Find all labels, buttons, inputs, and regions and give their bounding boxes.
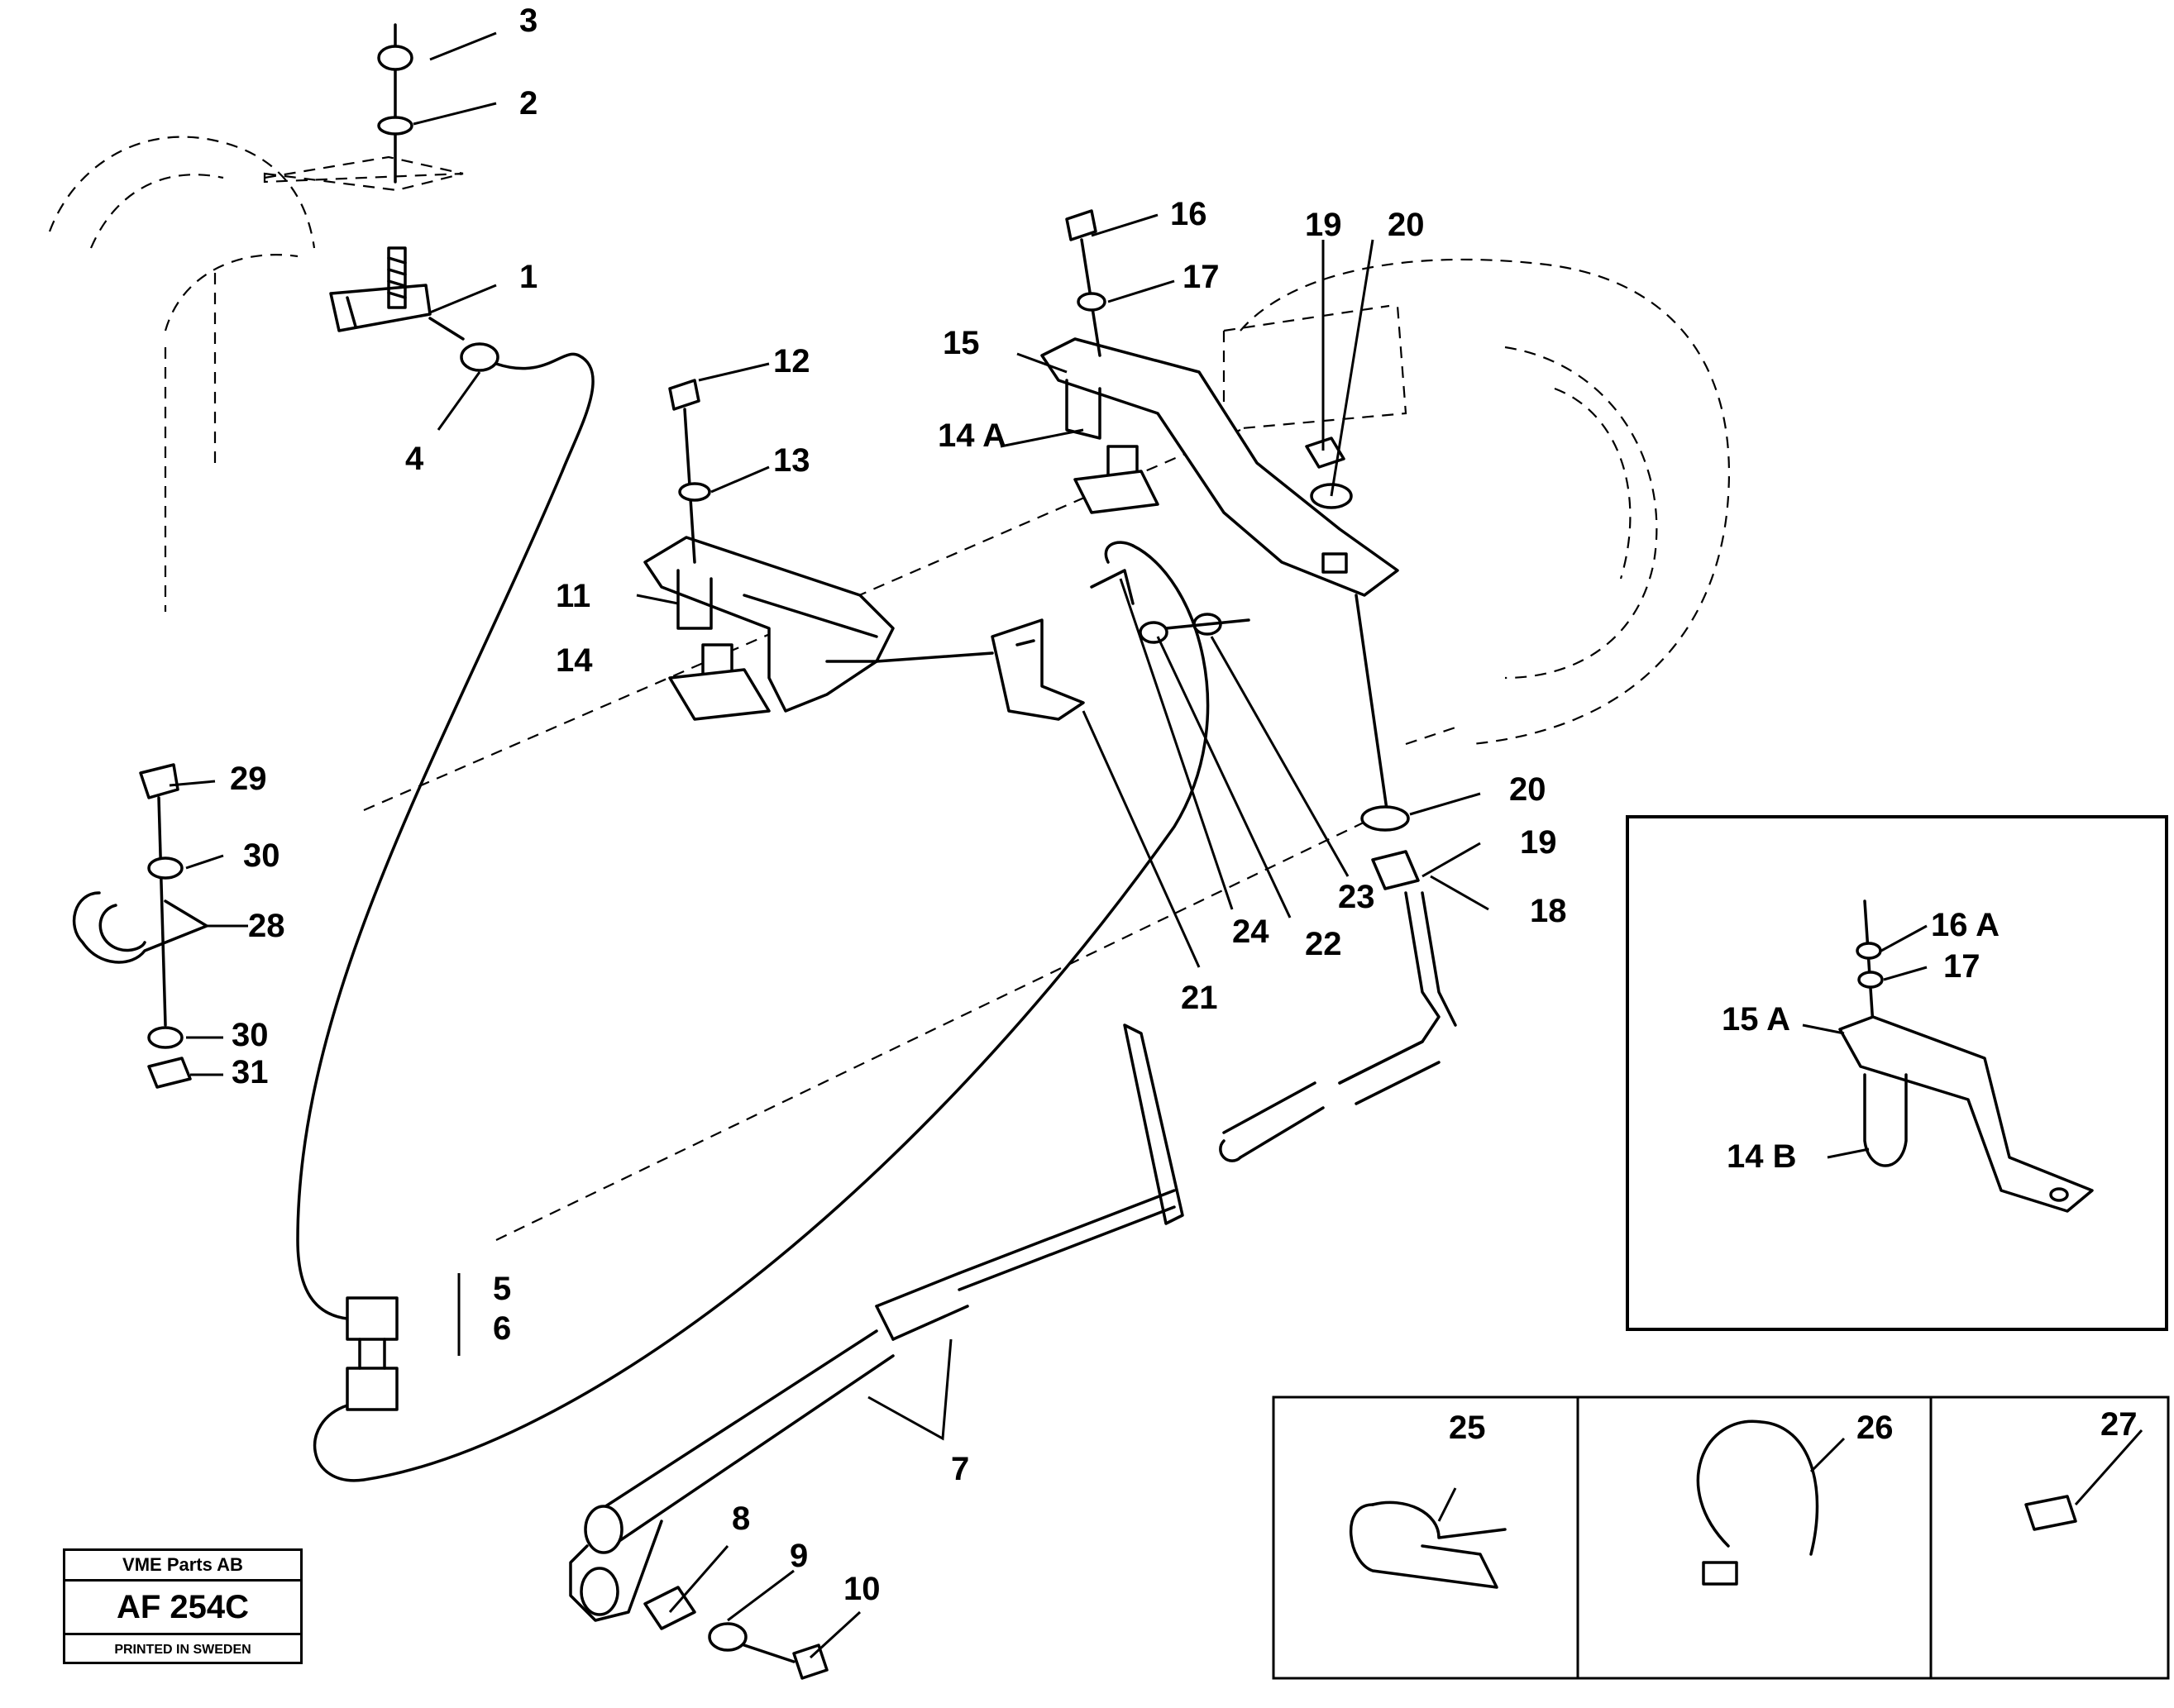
callout-26: 26 (1856, 1410, 1894, 1446)
callout-17: 17 (1183, 259, 1220, 295)
callout-31: 31 (232, 1054, 269, 1090)
title-block: VME Parts AB AF 254C PRINTED IN SWEDEN (63, 1548, 303, 1664)
rod-assembly-18-19-20 (1305, 437, 1457, 1085)
callout-8: 8 (732, 1500, 750, 1537)
callout-10: 10 (843, 1571, 881, 1607)
callout-17-inset: 17 (1943, 948, 1980, 985)
callout-6: 6 (493, 1310, 511, 1347)
drawing-code: AF 254C (65, 1582, 300, 1635)
callout-29: 29 (230, 761, 267, 797)
callout-20-top: 20 (1388, 207, 1425, 243)
callout-14A: 14 A (938, 417, 1006, 454)
callout-22: 22 (1305, 926, 1342, 962)
rod-part-7 (569, 1023, 1441, 1622)
callout-15A: 15 A (1722, 1001, 1790, 1038)
callout-11: 11 (556, 578, 590, 614)
callout-1: 1 (519, 259, 538, 295)
callout-23: 23 (1338, 879, 1375, 915)
callout-14: 14 (556, 642, 593, 679)
bolt-16-17 (1065, 209, 1106, 357)
fasteners-8-9-10 (643, 1586, 829, 1680)
bolt-12-13 (668, 379, 711, 564)
callout-30-lower: 30 (232, 1017, 269, 1053)
callout-21: 21 (1181, 980, 1218, 1016)
callout-7: 7 (951, 1451, 969, 1487)
callout-28: 28 (248, 908, 285, 944)
callout-labels: 3 2 1 4 5 6 7 8 9 10 11 12 13 14 14 A 15… (230, 2, 2138, 1607)
bracket-part-15 (1040, 337, 1399, 597)
callout-9: 9 (790, 1538, 808, 1574)
phantom-outlines (48, 136, 1730, 1241)
callout-27: 27 (2100, 1406, 2138, 1443)
callout-13: 13 (773, 442, 810, 479)
printed-note: PRINTED IN SWEDEN (114, 1643, 251, 1657)
callout-25: 25 (1449, 1410, 1486, 1446)
cable-part-4 (296, 317, 1210, 1482)
inset-detail (1626, 815, 2168, 1331)
callout-24: 24 (1232, 914, 1269, 950)
callout-16: 16 (1170, 196, 1207, 232)
callout-18: 18 (1530, 893, 1567, 929)
callout-16A: 16 A (1931, 907, 2000, 943)
bracket-part-11 (643, 536, 994, 721)
callout-14B: 14 B (1727, 1138, 1797, 1175)
callout-5: 5 (493, 1271, 511, 1307)
callout-19-top: 19 (1305, 207, 1342, 243)
callout-20-lower: 20 (1509, 771, 1546, 808)
callout-3: 3 (519, 2, 538, 39)
leader-lines (169, 31, 2143, 1659)
clips-part-5-6 (346, 1296, 399, 1411)
callout-2: 2 (519, 85, 538, 122)
company-name: VME Parts AB (65, 1551, 300, 1582)
nut-washer-2-3 (377, 23, 413, 184)
callout-15: 15 (943, 325, 980, 361)
callout-30-top: 30 (243, 837, 280, 874)
callout-19-lower: 19 (1520, 824, 1557, 861)
bracket-21-fittings-22-24 (991, 541, 1250, 721)
accessory-boxes (1272, 1396, 2170, 1680)
clamp-set-28-31 (73, 763, 208, 1089)
bracket-part-1 (329, 246, 432, 332)
callout-12: 12 (773, 343, 810, 379)
callout-4: 4 (405, 441, 424, 477)
